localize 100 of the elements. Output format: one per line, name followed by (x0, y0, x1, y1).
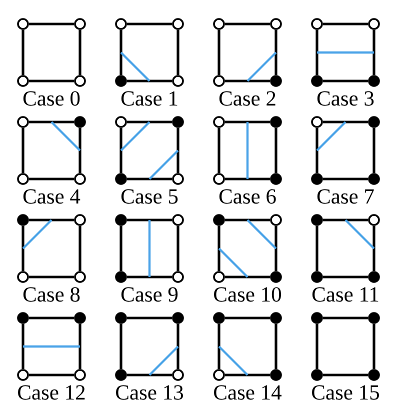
case-label: Case 1 (121, 91, 178, 106)
filled-dot (74, 116, 86, 128)
square-side (218, 226, 220, 272)
square-side (120, 30, 122, 76)
open-circle (74, 271, 86, 283)
open-circle (213, 18, 225, 30)
case-label: Case 14 (214, 385, 282, 400)
filled-dot (115, 312, 127, 324)
square-side (316, 30, 318, 76)
filled-dot (311, 271, 323, 283)
square-side (28, 276, 74, 278)
square-side (120, 226, 122, 272)
case-label: Case 5 (121, 189, 178, 204)
open-circle (115, 18, 127, 30)
square-side (274, 128, 278, 174)
open-circle (17, 173, 29, 185)
filled-dot (311, 173, 323, 185)
filled-dot (270, 116, 282, 128)
case-label: Case 12 (18, 385, 85, 400)
square-side (322, 178, 368, 180)
square-side (322, 316, 368, 320)
case-label: Case 9 (121, 287, 178, 302)
open-circle (17, 75, 29, 87)
open-circle (213, 116, 225, 128)
case-label: Case 13 (116, 385, 183, 400)
square-side (224, 22, 270, 26)
square-side (372, 324, 376, 370)
square-side (224, 316, 270, 320)
open-circle (17, 18, 29, 30)
square-side (120, 128, 122, 174)
square-side (28, 80, 74, 82)
open-circle (172, 369, 184, 381)
square-side (126, 22, 172, 26)
square-side (126, 80, 172, 82)
case-label: Case 15 (312, 385, 379, 400)
open-circle (213, 75, 225, 87)
square-side (176, 128, 180, 174)
open-circle (74, 75, 86, 87)
filled-dot (270, 75, 282, 87)
square-side (78, 128, 82, 174)
filled-dot (115, 369, 127, 381)
square-side (126, 120, 172, 124)
open-circle (270, 18, 282, 30)
filled-dot (311, 75, 323, 87)
square-side (28, 218, 74, 222)
square-side (316, 324, 318, 370)
case-label: Case 2 (219, 91, 276, 106)
square-side (78, 30, 82, 76)
filled-dot (270, 271, 282, 283)
square-side (22, 226, 24, 272)
filled-dot (172, 116, 184, 128)
open-circle (115, 116, 127, 128)
square-side (224, 80, 270, 82)
open-circle (74, 18, 86, 30)
square-side (22, 128, 24, 174)
square-side (322, 374, 368, 376)
filled-dot (270, 312, 282, 324)
filled-dot (115, 271, 127, 283)
square-side (274, 226, 278, 272)
filled-dot (115, 173, 127, 185)
filled-dot (17, 214, 29, 226)
case-label: Case 7 (317, 189, 374, 204)
square-side (176, 226, 180, 272)
square-side (372, 226, 376, 272)
filled-dot (213, 214, 225, 226)
open-circle (213, 271, 225, 283)
filled-dot (311, 312, 323, 324)
open-circle (74, 369, 86, 381)
filled-dot (270, 369, 282, 381)
square-side (176, 30, 180, 76)
square-side (274, 324, 278, 370)
open-circle (17, 369, 29, 381)
square-side (224, 276, 270, 278)
square-side (224, 120, 270, 124)
square-side (176, 324, 180, 370)
square-side (322, 276, 368, 278)
open-circle (172, 214, 184, 226)
open-circle (172, 75, 184, 87)
filled-dot (368, 369, 380, 381)
open-circle (74, 173, 86, 185)
square-side (322, 80, 368, 82)
case-label: Case 4 (23, 189, 80, 204)
square-side (126, 218, 172, 222)
filled-dot (115, 75, 127, 87)
filled-dot (115, 214, 127, 226)
filled-dot (74, 312, 86, 324)
square-side (126, 316, 172, 320)
square-side (126, 374, 172, 376)
square-side (372, 30, 376, 76)
open-circle (172, 18, 184, 30)
open-circle (270, 214, 282, 226)
square-side (274, 30, 278, 76)
square-side (316, 226, 318, 272)
filled-dot (311, 369, 323, 381)
square-side (126, 178, 172, 180)
square-side (224, 374, 270, 376)
open-circle (368, 214, 380, 226)
square-side (28, 316, 74, 320)
open-circle (17, 271, 29, 283)
case-label: Case 10 (214, 287, 281, 302)
